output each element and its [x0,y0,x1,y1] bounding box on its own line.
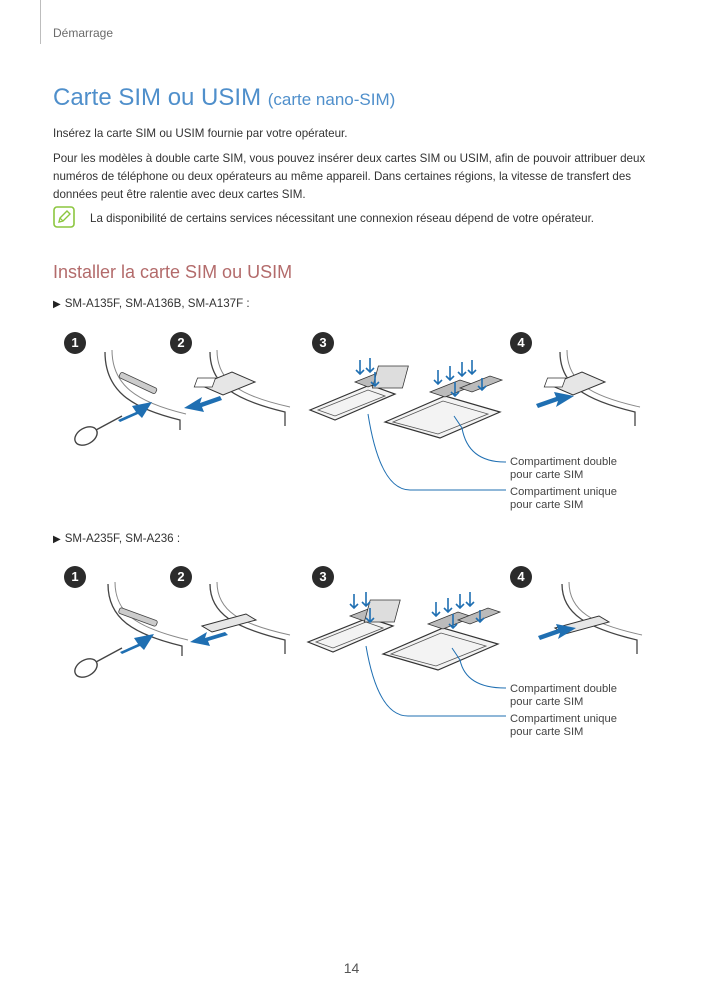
callout-line-dual [451,647,506,689]
page-title-main: Carte SIM ou USIM [53,84,262,111]
note-text: La disponibilité de certains services né… [90,212,595,225]
phone-edge-illustration [200,581,291,654]
phone-edge-illustration [107,581,189,656]
arrow-icon [118,402,152,422]
callout-line-single [365,645,506,717]
model-list-2: ▶SM-A235F, SM-A236 : [53,532,180,545]
step-number: 3 [312,332,334,354]
page-title: Carte SIM ou USIM (carte nano-SIM) [53,84,395,112]
step-number: 3 [312,566,334,588]
intro-paragraph: Insérez la carte SIM ou USIM fournie par… [53,127,348,140]
chapter-header: Démarrage [53,26,114,40]
step-number: 4 [510,332,532,354]
sim-tray-dual [381,592,502,671]
phone-edge-illustration [543,349,641,426]
eject-pin-icon [74,415,123,446]
eject-pin-icon [74,647,123,678]
page-number: 14 [343,960,360,976]
step-number: 1 [64,566,86,588]
triangle-bullet-icon: ▶ [53,299,61,310]
figure-2: 1 2 3 4 [50,556,650,746]
step-number: 4 [510,566,532,588]
triangle-bullet-icon: ▶ [53,534,61,545]
callout-dual-slot: Compartiment double pour carte SIM [510,683,617,708]
callout-single-slot: Compartiment unique pour carte SIM [510,486,617,511]
callout-line-dual [453,415,506,463]
arrow-icon [190,632,228,646]
dual-sim-paragraph: Pour les modèles à double carte SIM, vou… [53,152,646,201]
sim-tray-dual [383,360,504,439]
arrow-icon [120,634,154,654]
phone-edge-illustration [553,581,643,654]
page-title-sub: (carte nano-SIM) [267,90,396,109]
arrow-icon [184,396,222,412]
sim-illustration [74,581,643,717]
step-number: 2 [170,332,192,354]
figure-1: 1 2 3 4 [50,330,650,520]
callout-line-single [367,413,506,491]
callout-single-slot: Compartiment unique pour carte SIM [510,713,617,738]
arrow-icon [538,624,576,640]
section-title: Installer la carte SIM ou USIM [53,262,293,282]
sim-illustration [74,349,641,491]
note-pencil-icon [53,206,75,228]
model-text: SM-A135F, SM-A136B, SM-A137F : [64,297,250,310]
model-list-1: ▶SM-A135F, SM-A136B, SM-A137F : [53,297,250,310]
step-number: 1 [64,332,86,354]
callout-dual-slot: Compartiment double pour carte SIM [510,456,617,481]
phone-edge-illustration [104,349,187,430]
model-text: SM-A235F, SM-A236 : [64,532,181,545]
phone-edge-illustration [193,349,291,426]
step-number: 2 [170,566,192,588]
sim-tray-single [306,592,401,653]
arrow-icon [536,392,574,408]
header-rule [40,0,41,44]
sim-tray-single [308,358,409,421]
